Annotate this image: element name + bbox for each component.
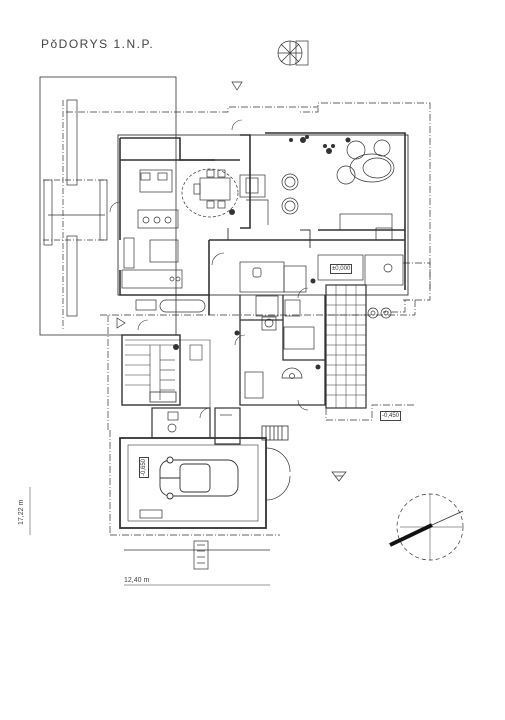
outdoor-seat-right: [367, 307, 392, 319]
level-entrance: ±0,000: [330, 264, 353, 274]
plants: [173, 135, 351, 370]
level-garage: -0,650: [139, 456, 149, 478]
height-dimension: 17,22 m: [18, 499, 25, 525]
car: [159, 456, 239, 500]
dining-table: [181, 168, 239, 218]
staircase: [121, 334, 211, 420]
door-swings: [109, 119, 309, 419]
pergola: [39, 76, 177, 336]
garage: [109, 430, 291, 536]
plan-title: PŏDORYS 1.N.P.: [41, 37, 155, 51]
hallway: [239, 295, 326, 406]
north-arrow: [389, 493, 464, 561]
entry-markers: [116, 81, 347, 482]
fireplace: [239, 174, 269, 225]
kitchen: [121, 169, 206, 313]
central-rooms: [239, 254, 404, 293]
width-dimension: 12,40 m: [124, 577, 150, 584]
compass-rose: [277, 40, 309, 66]
site-elements: [29, 487, 270, 586]
tiled-floor: [325, 284, 367, 409]
living-room: [281, 139, 395, 241]
level-terrace: -0,450: [380, 411, 402, 421]
terrace-outline: [66, 102, 431, 316]
